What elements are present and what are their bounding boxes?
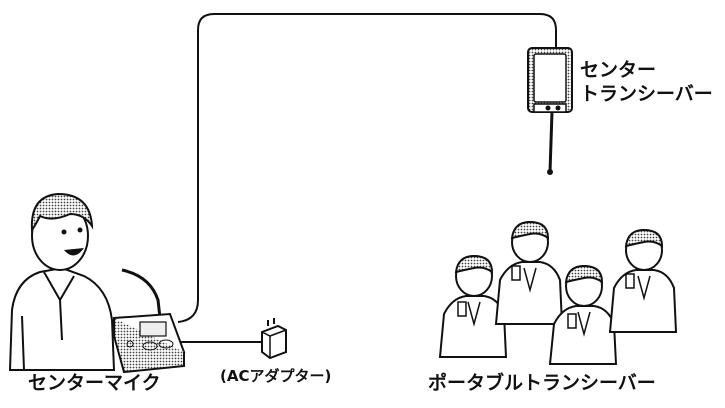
center-transceiver-label: センター トランシーバー bbox=[580, 58, 713, 106]
center-mic-icon bbox=[112, 268, 186, 374]
center-transceiver-label-line1: センター bbox=[580, 59, 657, 81]
center-transceiver-icon bbox=[527, 47, 573, 175]
speaker-person-icon bbox=[8, 192, 116, 371]
connection-cable bbox=[177, 13, 557, 323]
center-transceiver-label-line2: トランシーバー bbox=[580, 83, 713, 105]
portable-users-group-icon bbox=[438, 220, 678, 365]
center-mic-label: センターマイク bbox=[28, 372, 161, 394]
ac-adapter-icon bbox=[261, 318, 287, 360]
portable-transceiver-label: ポータブルトランシーバー bbox=[428, 372, 656, 394]
ac-adapter-label: (ACアダプター) bbox=[220, 367, 332, 385]
